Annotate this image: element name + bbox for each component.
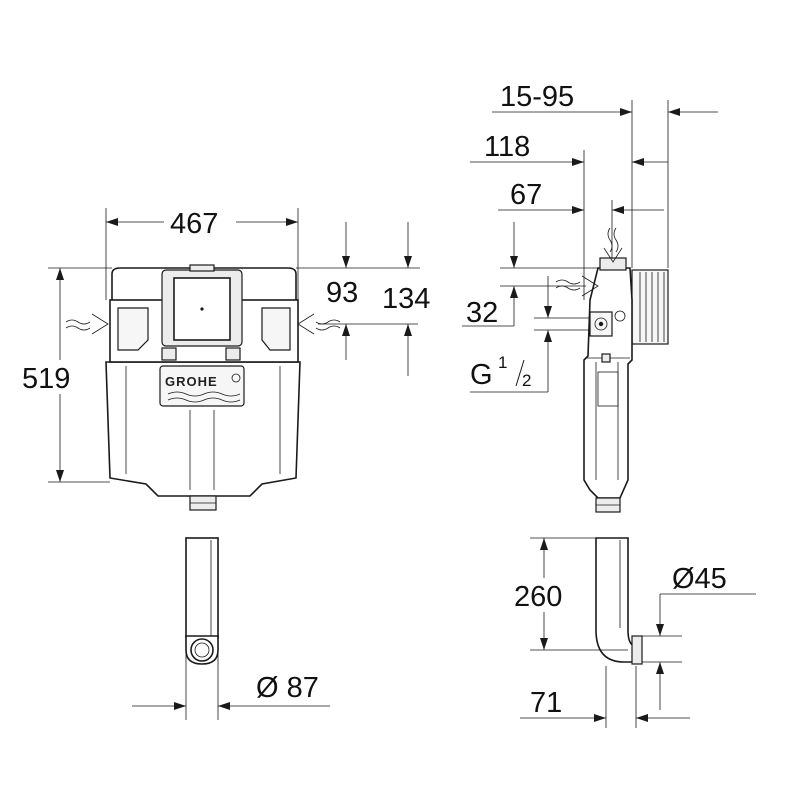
height-label: 519 [22, 363, 70, 395]
d1595-arrow-right [668, 108, 680, 116]
front-view: GROHE [65, 264, 341, 665]
dim134-arrow-bottom [404, 324, 412, 336]
d260-arrow-bottom [540, 638, 548, 650]
g12-arrow-bottom [544, 330, 552, 342]
width-arrow-left [106, 218, 118, 226]
d87-arrow-left [174, 702, 186, 710]
valve-side-nut [614, 310, 626, 322]
right-clip [225, 347, 241, 361]
width-label: 467 [170, 208, 218, 240]
height-arrow-top [56, 268, 64, 280]
dim134-label: 134 [382, 283, 430, 315]
logo-registered-mark [231, 373, 241, 383]
d67-arrow-right [612, 206, 624, 214]
cistern-body [105, 361, 301, 497]
front-dimensions: 467 519 93 134 Ø 87 [18, 202, 430, 720]
dim93-arrow-bottom [342, 324, 350, 336]
d45-arrow-top [656, 624, 664, 636]
side-top-cap [599, 257, 627, 271]
width-arrow-right [286, 218, 298, 226]
g12-fraction-slash [515, 359, 525, 387]
d1595-label: 15-95 [500, 81, 574, 113]
frame-thread-lines [639, 272, 665, 342]
logo-plate [159, 365, 245, 407]
d118-label: 118 [484, 131, 530, 163]
d260-arrow-top [540, 538, 548, 550]
brand-logo: GROHE [165, 374, 218, 389]
access-panel [173, 277, 231, 341]
d118-arrow-left [572, 158, 584, 166]
valve-center [598, 321, 604, 327]
cistern-side-profile [583, 267, 633, 499]
d260-label: 260 [514, 581, 562, 613]
d87-label: Ø 87 [256, 672, 319, 704]
panel-top-tab [189, 264, 215, 272]
d1595-arrow-left [620, 108, 632, 116]
left-clip [161, 347, 177, 361]
internal-clip [601, 353, 611, 363]
right-bracket [261, 307, 291, 351]
height-arrow-bottom [56, 470, 64, 482]
g12-arrow-top [544, 306, 552, 318]
dim93-arrow-top [342, 256, 350, 268]
valve-ring [594, 317, 608, 331]
bend-outlet-collar [631, 635, 643, 665]
side-top-inlet-symbol [603, 227, 623, 263]
flush-pipe [185, 537, 219, 639]
d32-arrow-bottom [510, 286, 518, 298]
d45-arrow-bottom [656, 662, 664, 674]
side-dimensions: 15-95 118 67 32 G 1 2 [462, 81, 756, 728]
height-label-bg [18, 360, 96, 394]
panel-center-mark [200, 307, 204, 311]
logo-waves [167, 391, 241, 403]
g12-label-main: G [470, 359, 493, 391]
internal-float [597, 371, 619, 407]
d87-arrow-right [218, 702, 230, 710]
d71-label: 71 [530, 687, 562, 719]
d67-arrow-left [572, 206, 584, 214]
d71-arrow-left [594, 714, 606, 722]
d260-label-bg [512, 578, 576, 612]
left-inlet-symbol [65, 313, 109, 335]
g12-label-numerator: 1 [498, 353, 507, 372]
side-view [555, 227, 669, 665]
d32-label: 32 [466, 297, 498, 329]
dim93-label: 93 [326, 277, 358, 309]
dim134-arrow-top [404, 256, 412, 268]
flush-pipe-end-inner [194, 642, 210, 658]
left-bracket [117, 307, 149, 351]
flush-pipe-end [190, 638, 214, 662]
width-label-bg [164, 202, 236, 236]
mounting-frame [631, 269, 669, 345]
d45-label: Ø45 [672, 563, 727, 595]
g12-label-denominator: 2 [522, 371, 531, 390]
d67-label: 67 [510, 179, 542, 211]
d71-arrow-right [636, 714, 648, 722]
d32-arrow-top [510, 256, 518, 268]
d118-arrow-right [632, 158, 644, 166]
